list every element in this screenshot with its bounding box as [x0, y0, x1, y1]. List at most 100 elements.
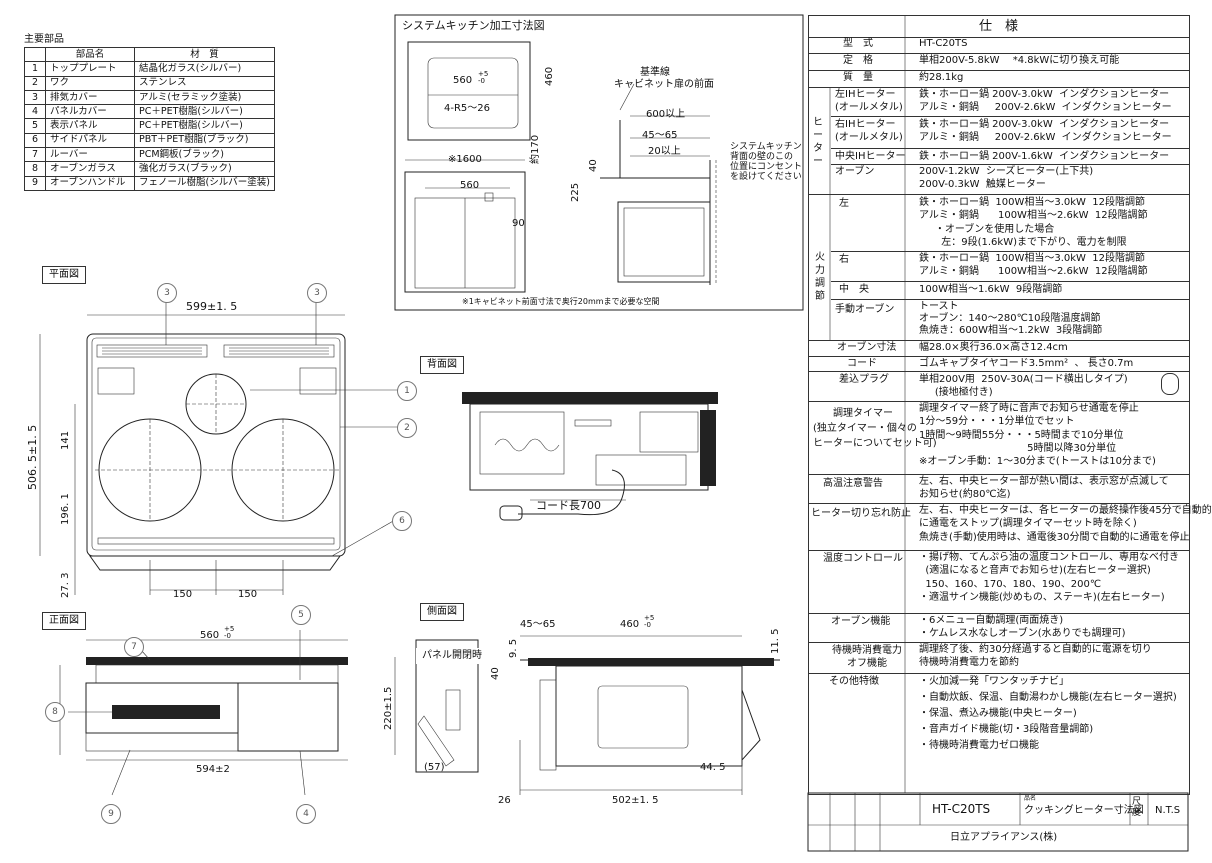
side-d115: 11. 5	[770, 628, 781, 654]
kitchen-dim-w: 560	[453, 75, 473, 86]
plan-d27: 27. 3	[60, 572, 71, 598]
kitchen-footnote: ※1キャビネット前面寸法で奥行20mmまで必要な空間	[462, 297, 660, 306]
parts-table-title: 主要部品	[24, 34, 64, 45]
parts-name: サイドパネル	[45, 132, 135, 149]
spec-plug: 単相200V用 250V-30A(コード横出しタイプ) (接地極付き)	[919, 374, 1128, 399]
spec-left: 鉄・ホーロー鍋 200V-3.0kW インダクションヒーター アルミ・銅鍋 20…	[919, 89, 1172, 114]
parts-material: フェノール樹脂(シルバー塗装)	[134, 175, 275, 191]
callout-8: 8	[45, 702, 65, 722]
kitchen-d90: 90	[512, 218, 525, 229]
side-d57: (57)	[424, 762, 445, 773]
front-tol: +5 -0	[224, 625, 235, 640]
spec-p-center: 100W相当〜1.6kW 9段階調節	[919, 284, 1063, 295]
spec-center: 鉄・ホーロー鍋 200V-1.6kW インダクションヒーター	[919, 151, 1170, 162]
spec-heater-group: ヒーター	[813, 117, 823, 167]
kitchen-cutout-inner	[427, 57, 519, 129]
spec-p-center-label: 中 央	[839, 284, 869, 295]
spec-p-left-label: 左	[839, 198, 849, 209]
spec-rating-label: 定 格	[843, 55, 873, 66]
kitchen-dim-tol: +5 -0	[478, 70, 489, 85]
kitchen-d1600: ※1600	[448, 154, 482, 165]
side-d502: 502±1. 5	[612, 795, 659, 806]
spec-model-label: 型 式	[843, 38, 873, 49]
spec-p-oven-label: 手動オーブン	[835, 304, 895, 315]
front-title: 正面図	[42, 612, 86, 630]
side-d45: 45〜65	[520, 619, 556, 630]
titleblock	[807, 792, 1189, 852]
front-top-plate	[86, 657, 348, 665]
spec-oven-label: オーブン	[835, 166, 875, 177]
plan-d150a: 150	[173, 589, 193, 600]
kitchen-corner: 4-R5〜26	[444, 103, 491, 114]
plan-d141: 141	[60, 430, 71, 450]
kitchen-note-outlet: システムキッチン 背面の壁のこの 位置にコンセント を設けてください	[730, 142, 803, 182]
kitchen-frame	[394, 14, 804, 311]
kitchen-d20: 20以上	[648, 146, 681, 157]
plug-icon	[1161, 373, 1179, 395]
spec-center-label: 中央IHヒーター	[835, 151, 906, 162]
parts-material: PCM鋼板(ブラック)	[134, 147, 275, 163]
spec-p-right-label: 右	[839, 254, 849, 265]
spec-timer-label: 調理タイマー (独立タイマー・個々の ヒーターについてセット可)	[813, 408, 937, 449]
parts-material: PBT＋PET樹脂(ブラック)	[134, 132, 275, 149]
front-w594: 594±2	[196, 764, 230, 775]
side-tol: +5 -0	[644, 614, 655, 629]
kitchen-cabinet-front: キャビネット扉の前面	[614, 79, 714, 90]
back-top-plate	[462, 392, 718, 404]
spec-title: 仕 様	[979, 19, 1019, 34]
side-title: 側面図	[420, 603, 464, 621]
spec-rating: 単相200V-5.8kW *4.8kWに切り換え可能	[919, 55, 1120, 66]
plan-depth: 506. 5±1. 5	[26, 424, 39, 490]
side-d445: 44. 5	[700, 762, 726, 773]
parts-name: 表示パネル	[45, 118, 135, 134]
spec-other-label: その他特徴	[829, 676, 879, 687]
kitchen-d225: 225	[570, 182, 581, 202]
titleblock-scale-label: 尺度	[1132, 797, 1142, 818]
cabinet-front	[404, 171, 526, 293]
kitchen-d45: 45〜65	[642, 130, 678, 141]
kitchen-d170: 約170	[530, 134, 541, 164]
kitchen-d560b: 560	[460, 180, 480, 191]
panel-cover	[237, 682, 339, 752]
spec-right: 鉄・ホーロー鍋 200V-3.0kW インダクションヒーター アルミ・銅鍋 20…	[919, 119, 1172, 144]
spec-left-label: 左IHヒーター (オールメタル)	[835, 89, 903, 113]
plan-d196: 196. 1	[60, 493, 71, 525]
spec-ovenfn-label: オーブン機能	[831, 616, 891, 627]
side-d26: 26	[498, 795, 511, 806]
spec-timer: 調理タイマー終了時に音声でお知らせ通電を停止 1分〜59分・・・1分単位でセット…	[919, 403, 1156, 468]
callout-3-right: 3	[307, 283, 327, 303]
kitchen-kijunsen: 基準線	[640, 67, 670, 78]
titleblock-model: HT-C20TS	[932, 802, 991, 816]
side-d460: 460	[620, 619, 640, 630]
spec-hot: 左、右、中央ヒーター部が熱い間は、表示窓が点滅して お知らせ(約80℃迄)	[919, 476, 1169, 501]
spec-forget: 左、右、中央ヒーターは、各ヒーターの最終操作後45分で自動的 に通電をストップ(…	[919, 505, 1212, 543]
back-body	[469, 403, 709, 491]
titleblock-scale: N.T.S	[1155, 805, 1181, 816]
spec-temp-label: 温度コントロール	[823, 553, 903, 564]
parts-name: ルーバー	[45, 147, 135, 163]
kitchen-title: システムキッチン加工寸法図	[402, 19, 545, 32]
oven-window	[112, 705, 220, 719]
spec-p-right: 鉄・ホーロー鍋 100W相当〜3.0kW 12段階調節 アルミ・銅鍋 100W相…	[919, 253, 1148, 278]
front-h220: 220±1.5	[383, 686, 394, 730]
kitchen-d40: 40	[588, 159, 599, 172]
parts-name: オーブンガラス	[45, 161, 135, 177]
spec-mass: 約28.1kg	[919, 72, 964, 83]
callout-9: 9	[101, 804, 121, 824]
spec-hot-label: 高温注意警告	[823, 478, 883, 489]
plan-width: 599±1. 5	[186, 300, 238, 313]
side-d95: 9. 5	[508, 638, 519, 658]
spec-temp: ・揚げ物、てんぷら油の温度コントロール、専用なべ付き (適温になると音声でお知ら…	[919, 552, 1179, 603]
titleblock-name-small: 品名	[1024, 795, 1037, 802]
spec-p-oven: トースト オーブン：140〜280℃10段階温度調節 魚焼き：600W相当〜1.…	[919, 301, 1103, 336]
side-d40: 40	[490, 667, 501, 680]
callout-4: 4	[296, 804, 316, 824]
spec-cord: ゴムキャブタイヤコード3.5mm² 、 長さ0.7m	[919, 358, 1134, 369]
spec-right-label: 右IHヒーター (オールメタル)	[835, 119, 903, 143]
spec-ovenfn: ・6メニュー自動調理(両面焼き) ・ケムレス水なしオーブン(水ありでも調理可)	[919, 615, 1126, 640]
kitchen-d600: 600以上	[646, 109, 686, 120]
